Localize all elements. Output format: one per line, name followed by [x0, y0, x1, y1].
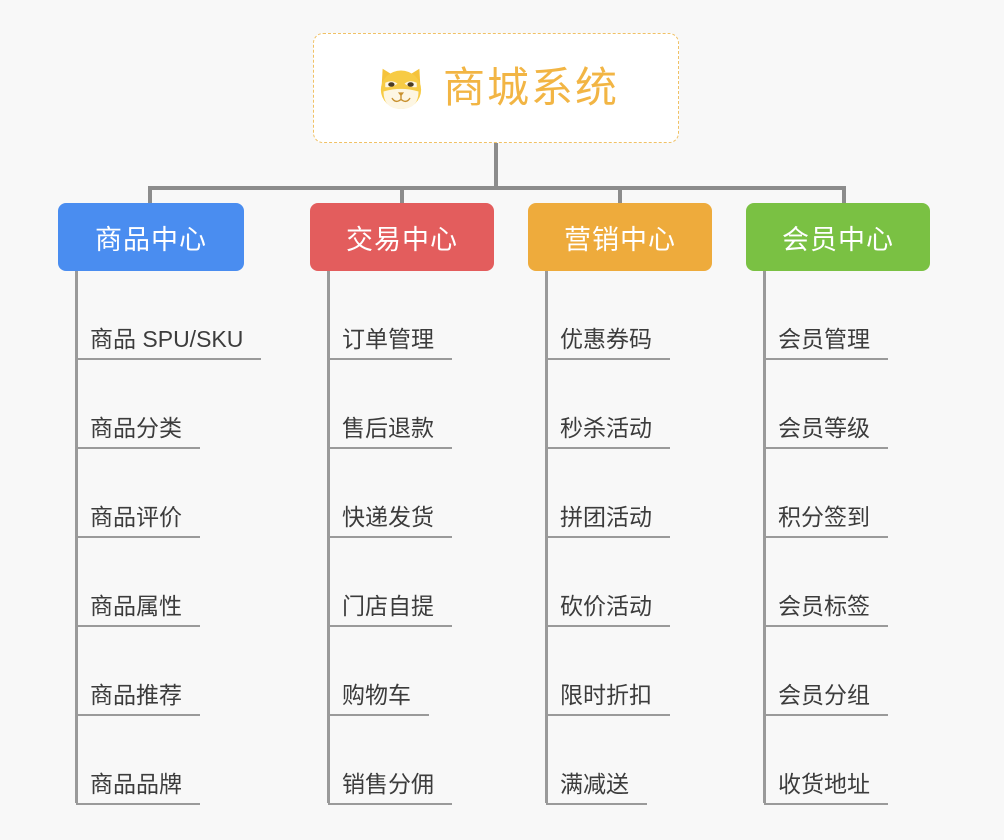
leaf-list-marketing-center: 优惠券码秒杀活动拼团活动砍价活动限时折扣满减送	[528, 271, 712, 805]
leaf-item[interactable]: 会员标签	[746, 538, 930, 627]
connector-drop-3	[618, 186, 622, 206]
leaf-item[interactable]: 快递发货	[310, 449, 494, 538]
leaf-item[interactable]: 秒杀活动	[528, 360, 712, 449]
leaf-item-label: 会员等级	[764, 415, 888, 449]
leaf-list-member-center: 会员管理会员等级积分签到会员标签会员分组收货地址	[746, 271, 930, 805]
leaf-item[interactable]: 收货地址	[746, 716, 930, 805]
branch-product-center: 商品中心 商品 SPU/SKU 商品分类商品评价商品属性商品推荐商品品牌	[58, 203, 262, 805]
leaf-item[interactable]: 商品评价	[58, 449, 244, 538]
branch-header-marketing-center[interactable]: 营销中心	[528, 203, 712, 271]
connector-drop-4	[842, 186, 846, 206]
leaf-item-label: 订单管理	[328, 326, 452, 360]
leaf-item-label: 门店自提	[328, 593, 452, 627]
leaf-item-label: 商品分类	[76, 415, 200, 449]
leaf-item-label: 满减送	[546, 771, 647, 805]
leaf-item[interactable]: 商品品牌	[58, 716, 244, 805]
leaf-item-label: 积分签到	[764, 504, 888, 538]
leaf-item[interactable]: 购物车	[310, 627, 494, 716]
root-title: 商城系统	[442, 64, 619, 111]
leaf-item-label: 商品属性	[76, 593, 200, 627]
leaf-item[interactable]: 限时折扣	[528, 627, 712, 716]
leaf-item[interactable]: 满减送	[528, 716, 712, 805]
leaf-item-label: 商品评价	[76, 504, 200, 538]
leaf-item-label: 限时折扣	[546, 682, 670, 716]
branch-header-trade-center[interactable]: 交易中心	[310, 203, 494, 271]
connector-root-stem	[494, 143, 498, 188]
leaf-item[interactable]: 会员等级	[746, 360, 930, 449]
connector-drop-2	[400, 186, 404, 206]
leaf-item-label: 商品推荐	[76, 682, 200, 716]
leaf-item-label: 秒杀活动	[546, 415, 670, 449]
root-node[interactable]: 商城系统	[313, 33, 679, 143]
leaf-item-label: 会员管理	[764, 326, 888, 360]
leaf-item[interactable]: 砍价活动	[528, 538, 712, 627]
leaf-item-label: 销售分佣	[328, 771, 452, 805]
leaf-item-label: 收货地址	[764, 771, 888, 805]
leaf-item-label: 商品品牌	[76, 771, 200, 805]
branch-member-center: 会员中心 会员管理会员等级积分签到会员标签会员分组收货地址	[746, 203, 930, 805]
leaf-list-trade-center: 订单管理售后退款快递发货门店自提购物车销售分佣	[310, 271, 494, 805]
leaf-item-label: 售后退款	[328, 415, 452, 449]
branch-header-product-center[interactable]: 商品中心	[58, 203, 244, 271]
leaf-item[interactable]: 商品 SPU/SKU	[58, 271, 262, 360]
leaf-item[interactable]: 会员管理	[746, 271, 930, 360]
leaf-item-label: 会员标签	[764, 593, 888, 627]
leaf-item-label: 拼团活动	[546, 504, 670, 538]
leaf-item-label: 购物车	[328, 682, 429, 716]
leaf-item[interactable]: 订单管理	[310, 271, 494, 360]
leaf-item-label: 优惠券码	[546, 326, 670, 360]
leaf-item[interactable]: 销售分佣	[310, 716, 494, 805]
leaf-item-label: 会员分组	[764, 682, 888, 716]
connector-horizontal-bus	[148, 186, 846, 190]
branch-trade-center: 交易中心 订单管理售后退款快递发货门店自提购物车销售分佣	[310, 203, 494, 805]
leaf-item[interactable]: 门店自提	[310, 538, 494, 627]
branch-marketing-center: 营销中心 优惠券码秒杀活动拼团活动砍价活动限时折扣满减送	[528, 203, 712, 805]
leaf-item-label: 砍价活动	[546, 593, 670, 627]
leaf-item[interactable]: 拼团活动	[528, 449, 712, 538]
leaf-list-product-center: 商品 SPU/SKU 商品分类商品评价商品属性商品推荐商品品牌	[58, 271, 262, 805]
leaf-item-label: 快递发货	[328, 504, 452, 538]
leaf-item-label: 商品 SPU/SKU	[76, 326, 262, 360]
branch-header-member-center[interactable]: 会员中心	[746, 203, 930, 271]
shiba-dog-face-icon	[373, 60, 429, 116]
connector-drop-1	[148, 186, 152, 206]
leaf-item[interactable]: 商品分类	[58, 360, 244, 449]
leaf-item[interactable]: 会员分组	[746, 627, 930, 716]
leaf-item[interactable]: 商品属性	[58, 538, 244, 627]
leaf-item[interactable]: 积分签到	[746, 449, 930, 538]
leaf-item[interactable]: 售后退款	[310, 360, 494, 449]
leaf-item[interactable]: 优惠券码	[528, 271, 712, 360]
leaf-item[interactable]: 商品推荐	[58, 627, 244, 716]
